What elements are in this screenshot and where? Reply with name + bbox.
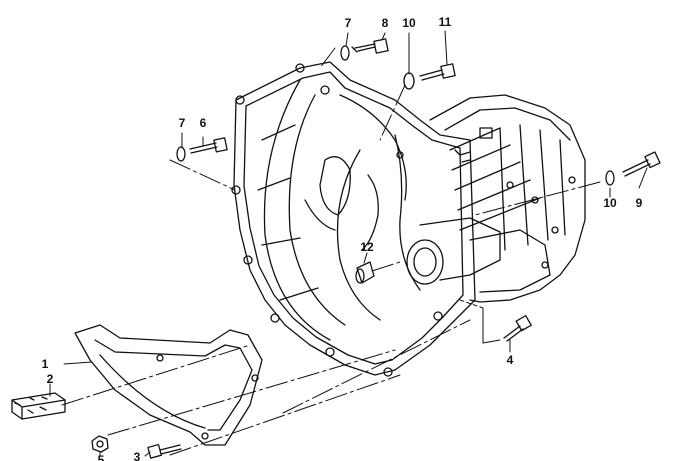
- bolt-9: [622, 151, 661, 177]
- bell-housing: [231, 61, 476, 377]
- callout-12: 12: [360, 240, 374, 254]
- callout-10-right: 10: [603, 196, 617, 210]
- nut-5: [91, 435, 109, 453]
- gearbox-case: [406, 94, 586, 303]
- washer-10-top: [403, 72, 415, 90]
- callout-7-left: 7: [178, 116, 186, 130]
- callout-8: 8: [381, 16, 389, 30]
- rubber-block: [11, 392, 66, 420]
- callout-3: 3: [133, 450, 141, 461]
- callout-5: 5: [97, 453, 105, 461]
- callout-10-top: 10: [402, 16, 416, 30]
- callout-6: 6: [199, 116, 207, 130]
- bolt-6: [189, 137, 228, 154]
- callout-11: 11: [438, 15, 452, 29]
- washer-7-top: [340, 45, 350, 61]
- bolt-4-guide: [482, 307, 501, 344]
- washer-7-left: [176, 146, 186, 162]
- leader-lines: [49, 30, 648, 457]
- washer-10-right: [605, 170, 615, 186]
- bolt-4-guide-dash: [459, 299, 484, 309]
- bolt-4: [503, 315, 532, 342]
- bolt-11: [419, 63, 456, 81]
- callout-9: 9: [635, 196, 643, 210]
- callout-2: 2: [46, 372, 54, 386]
- guide-sleeve: [355, 261, 375, 284]
- callout-7-top: 7: [344, 16, 352, 30]
- bolt-3: [147, 443, 182, 459]
- bolt-8: [351, 38, 389, 54]
- callout-1: 1: [41, 357, 49, 371]
- assembly-lines: [61, 47, 601, 456]
- cover-plate: [74, 324, 263, 446]
- callout-4: 4: [506, 353, 514, 367]
